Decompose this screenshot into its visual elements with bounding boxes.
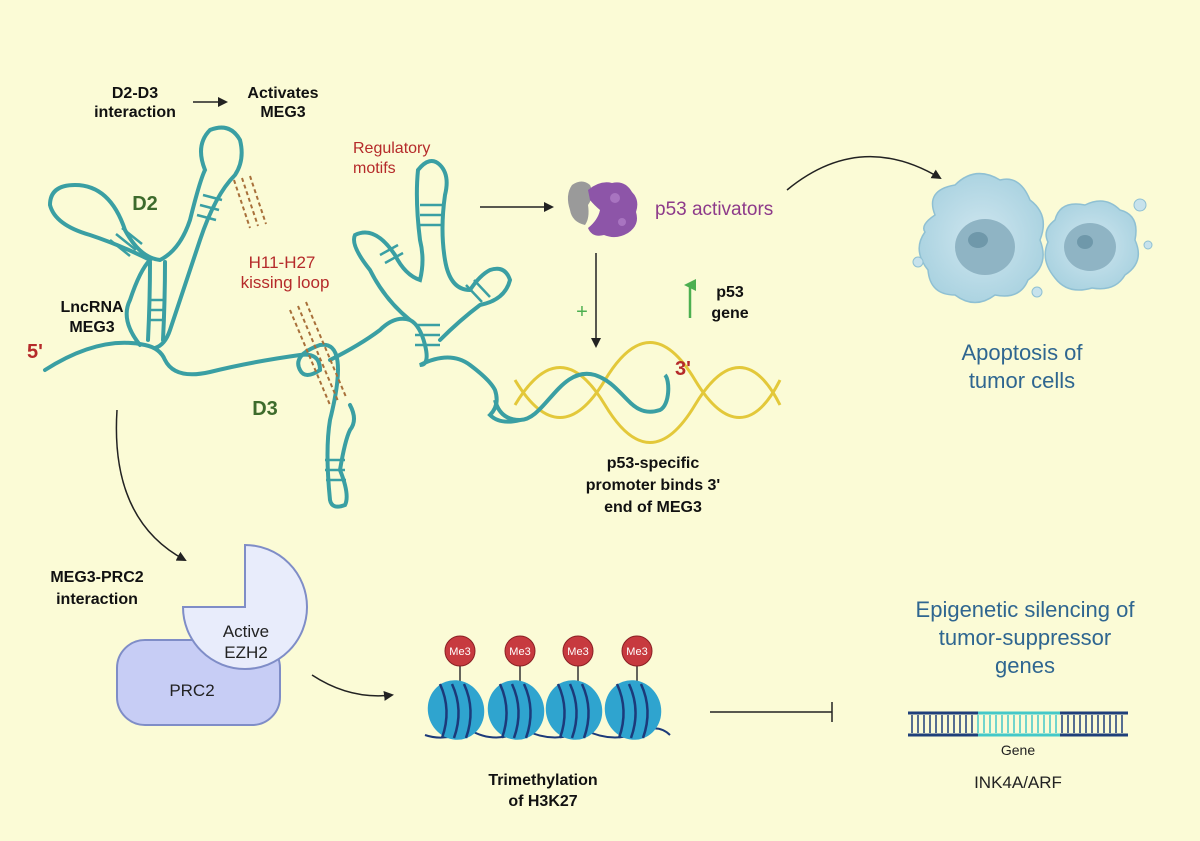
tumor-cell-left bbox=[912, 172, 1045, 304]
label-gene: Gene bbox=[1001, 742, 1035, 758]
text-labels: D2-D3 interaction Activates MEG3 D2 D3 H… bbox=[27, 85, 1135, 810]
label-lncrna-2: MEG3 bbox=[69, 319, 114, 336]
stem-rungs bbox=[109, 193, 491, 482]
label-apoptosis-1: Apoptosis of bbox=[961, 340, 1083, 365]
prc2-complex bbox=[116, 543, 308, 726]
label-d2d3-2: interaction bbox=[94, 104, 176, 121]
label-regulatory-2: motifs bbox=[353, 160, 396, 177]
tumor-cell-right bbox=[1044, 198, 1153, 291]
label-activates-2: MEG3 bbox=[260, 104, 305, 121]
nucleosome: Me3 bbox=[487, 635, 545, 740]
nucleosome-group: Me3 Me3 Me3 Me3 bbox=[424, 635, 671, 740]
label-trimethylation-2: of H3K27 bbox=[508, 793, 577, 810]
label-ezh2: EZH2 bbox=[224, 643, 267, 662]
arrow-to-apoptosis bbox=[786, 155, 942, 191]
me3-marker bbox=[444, 635, 476, 667]
label-kissing-2: kissing loop bbox=[241, 273, 330, 292]
me3-marker bbox=[504, 635, 536, 667]
me3-label: Me3 bbox=[509, 646, 530, 658]
label-p53-activators: p53 activators bbox=[655, 199, 773, 220]
p53-activator-protein bbox=[567, 181, 638, 238]
label-promoter-1: p53-specific bbox=[607, 455, 700, 472]
label-promoter-3: end of MEG3 bbox=[604, 499, 702, 516]
label-regulatory-1: Regulatory bbox=[353, 140, 430, 157]
label-p53-gene-2: gene bbox=[711, 305, 748, 322]
label-kissing-1: H11-H27 bbox=[249, 253, 316, 272]
label-five-prime: 5' bbox=[27, 341, 43, 363]
label-plus: + bbox=[576, 301, 588, 323]
label-trimethylation-1: Trimethylation bbox=[488, 772, 597, 789]
gene-dna bbox=[908, 711, 1128, 737]
arrows bbox=[115, 97, 942, 722]
me3-marker bbox=[562, 635, 594, 667]
dna-helix bbox=[493, 341, 782, 444]
label-d2: D2 bbox=[132, 193, 158, 215]
label-p53-gene-1: p53 bbox=[716, 284, 744, 301]
label-lncrna-1: LncRNA bbox=[60, 299, 124, 316]
nucleosome: Me3 bbox=[427, 635, 485, 740]
label-prc2-interaction-1: MEG3-PRC2 bbox=[50, 569, 143, 586]
label-epigenetic-3: genes bbox=[995, 653, 1055, 678]
label-activates-1: Activates bbox=[247, 85, 318, 102]
label-promoter-2: promoter binds 3' bbox=[586, 477, 720, 494]
me3-label: Me3 bbox=[449, 646, 470, 658]
nucleosome: Me3 bbox=[604, 635, 662, 740]
me3-marker bbox=[621, 635, 653, 667]
arrow-to-nucleosomes bbox=[311, 674, 394, 701]
label-epigenetic-1: Epigenetic silencing of bbox=[916, 597, 1136, 622]
nucleosome: Me3 bbox=[545, 635, 603, 740]
lncrna-structure bbox=[43, 125, 522, 509]
label-ink4a: INK4A/ARF bbox=[974, 773, 1062, 792]
label-prc2-interaction-2: interaction bbox=[56, 591, 138, 608]
label-epigenetic-2: tumor-suppressor bbox=[939, 625, 1111, 650]
label-d2d3-1: D2-D3 bbox=[112, 85, 158, 102]
kissing-loop-dashes bbox=[233, 175, 347, 406]
me3-label: Me3 bbox=[626, 646, 647, 658]
arrow-to-prc2 bbox=[115, 409, 187, 561]
label-active: Active bbox=[223, 622, 269, 641]
label-d3: D3 bbox=[252, 398, 278, 420]
label-apoptosis-2: tumor cells bbox=[969, 368, 1075, 393]
label-three-prime: 3' bbox=[675, 358, 691, 380]
label-prc2: PRC2 bbox=[169, 681, 214, 700]
me3-label: Me3 bbox=[567, 646, 588, 658]
